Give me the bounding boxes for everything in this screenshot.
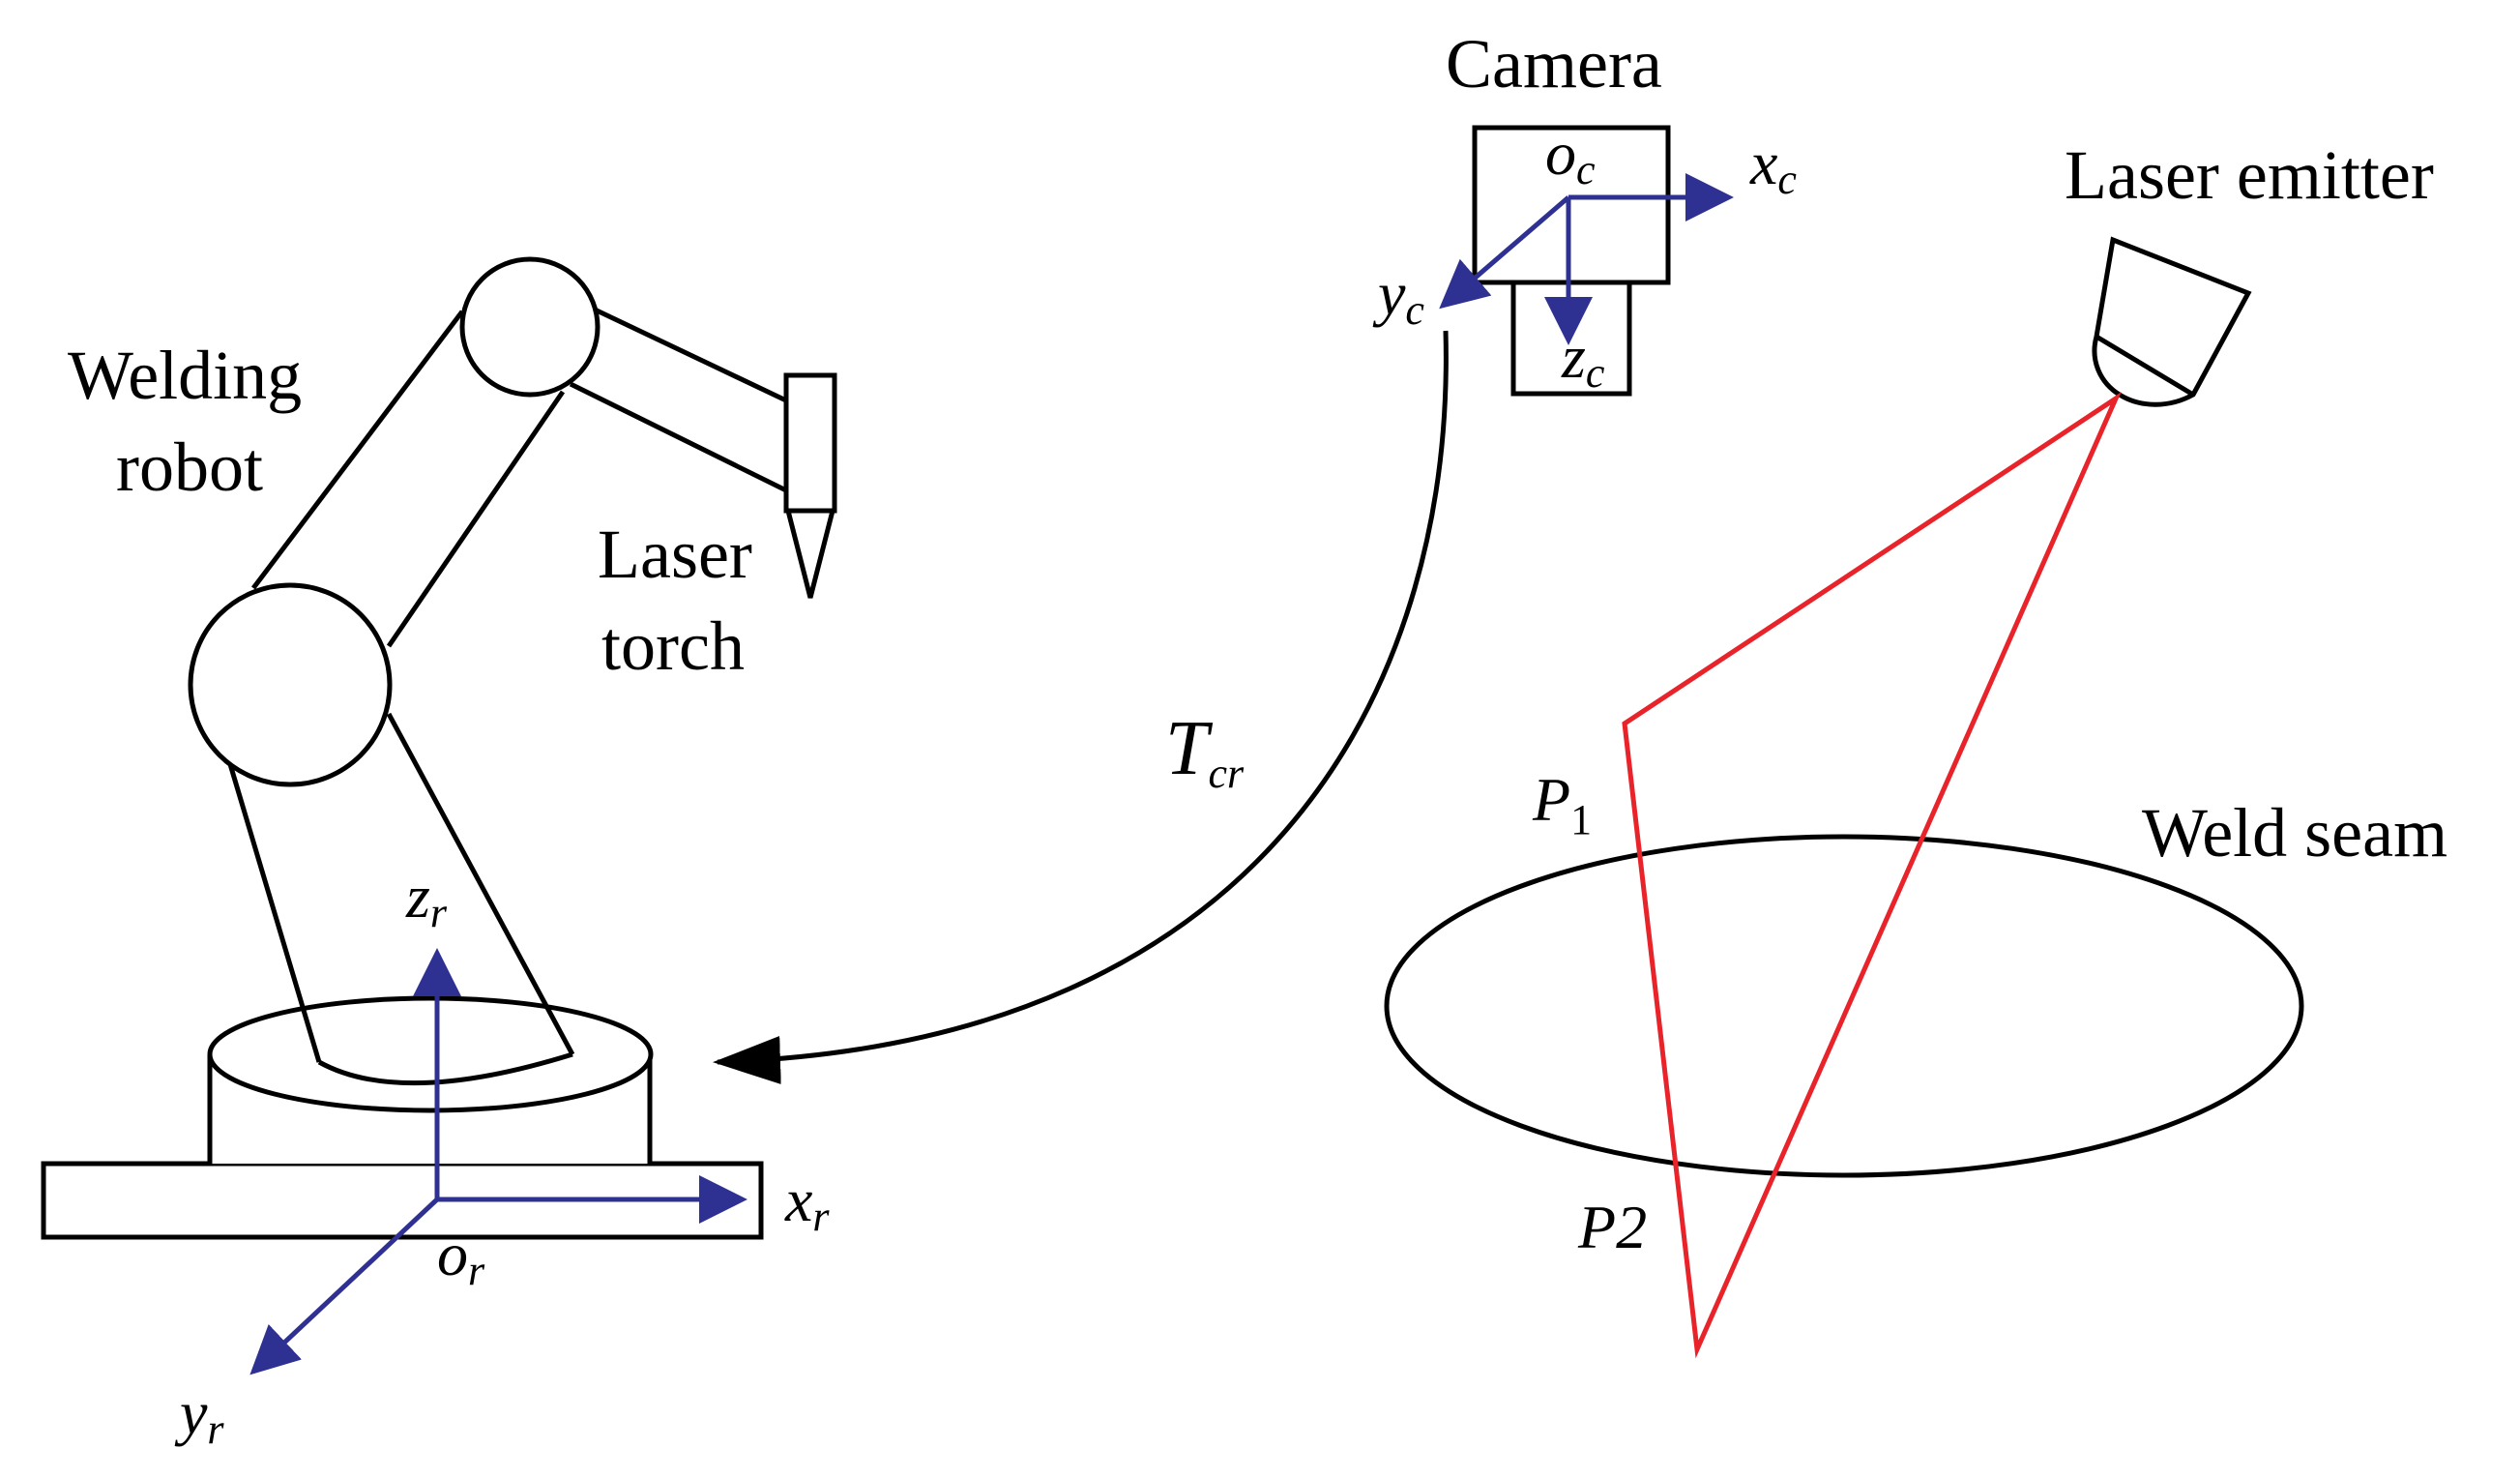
- laser-torch-label-line1: Laser: [598, 516, 752, 593]
- robot-upper-arm: [251, 310, 566, 648]
- laser-torch-label-line2: torch: [601, 607, 745, 685]
- camera-x-label: xc: [1749, 129, 1797, 203]
- robot-coordinate-frame: [249, 948, 747, 1375]
- point2-label: P2: [1577, 1193, 1647, 1261]
- laser-emitter-housing: [2092, 236, 2252, 407]
- robot-lower-arm: [227, 712, 575, 1086]
- laser-torch: [783, 372, 837, 599]
- camera-y-label: yc: [1372, 259, 1424, 334]
- robot-forearm: [569, 307, 790, 494]
- robot-y-axis: [249, 1197, 439, 1375]
- transform-arrow: [713, 330, 1449, 1084]
- point1-label: P1: [1532, 765, 1592, 843]
- laser-emitter-label: Laser emitter: [2065, 136, 2434, 214]
- robot-origin-label: or: [437, 1220, 485, 1294]
- robot-pedestal-top: [207, 995, 654, 1113]
- weld-seam: [1384, 834, 2304, 1178]
- laser-beam: [1622, 392, 2122, 1359]
- camera: [1472, 125, 1671, 397]
- camera-coordinate-frame: [1439, 173, 1734, 345]
- laser-emitter: [2092, 236, 2252, 407]
- welding-robot-label-line1: Welding: [68, 337, 302, 414]
- camera-y-axis: [1439, 195, 1570, 310]
- welding-robot-label-line2: robot: [116, 429, 263, 506]
- welding-robot: [41, 256, 837, 1240]
- transform-label: Tcr: [1165, 706, 1245, 797]
- robot-shoulder-joint: [188, 582, 393, 787]
- camera-label: Camera: [1446, 25, 1662, 103]
- robot-x-label: xr: [784, 1166, 830, 1240]
- camera-origin-label: oc: [1545, 119, 1596, 193]
- robot-z-label: zr: [405, 862, 448, 936]
- robot-elbow-joint: [459, 256, 601, 398]
- robot-y-label: yr: [174, 1378, 224, 1453]
- weld-seam-label: Weld seam: [2142, 794, 2447, 872]
- camera-z-label: zc: [1561, 322, 1605, 397]
